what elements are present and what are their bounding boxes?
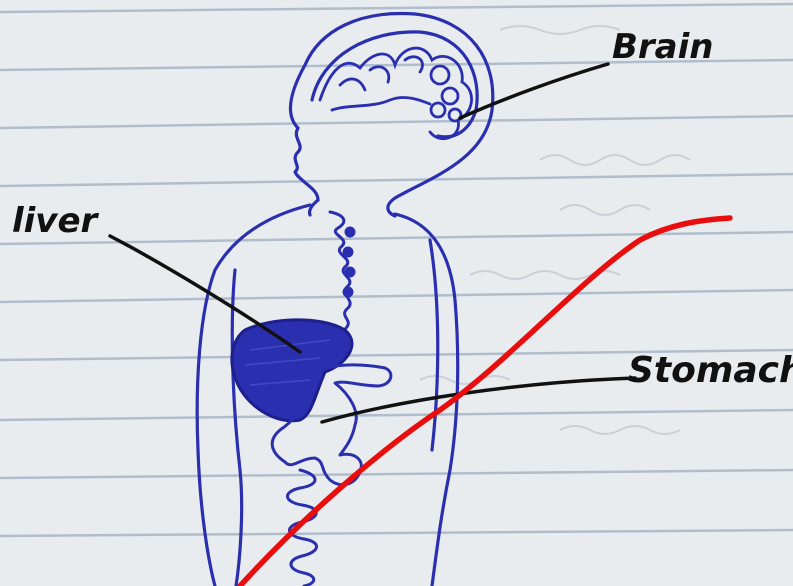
stomach-label: Stomach: [628, 350, 793, 391]
liver-label: liver: [12, 201, 100, 241]
ruled-lines: [0, 4, 793, 536]
arm-left-inner: [232, 270, 241, 586]
neck-left: [309, 200, 318, 215]
liver-pointer: [110, 236, 300, 352]
body-outline: [197, 13, 493, 586]
liver-organ: [232, 320, 352, 421]
pointer-lines: [110, 64, 635, 422]
brain-label: Brain: [612, 27, 714, 67]
brain-illustration: [320, 48, 472, 139]
esophagus: [330, 212, 354, 328]
head-outline: [291, 13, 493, 200]
intestine-coil: [287, 470, 316, 586]
brain-pointer: [460, 64, 608, 118]
